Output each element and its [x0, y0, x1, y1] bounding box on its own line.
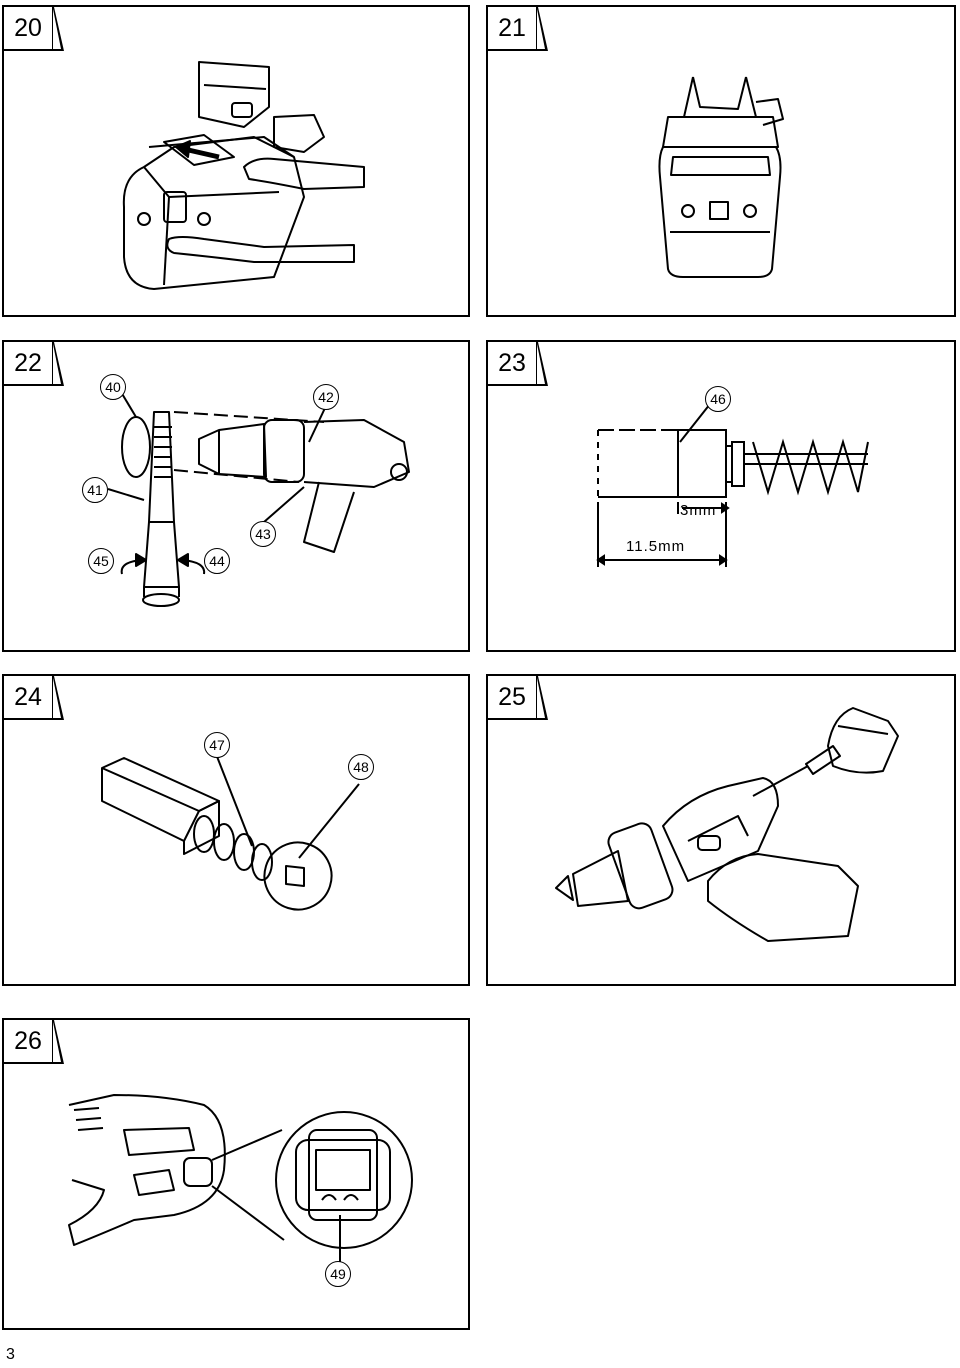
callout-43: 43 — [250, 521, 276, 547]
carbon-brush-illustration — [101, 753, 360, 911]
figure-20-panel: 20 — [2, 5, 470, 317]
side-handle-and-drill-illustration — [107, 391, 410, 607]
callout-40: 40 — [100, 374, 126, 400]
figure-24-panel: 24 47 48 — [2, 674, 470, 986]
callout-47: 47 — [204, 732, 230, 758]
figure-number: 21 — [486, 5, 548, 51]
callout-48: 48 — [348, 754, 374, 780]
figure-21-panel: 21 — [486, 5, 956, 317]
figure-25-panel: 25 — [486, 674, 956, 986]
brush-cap-removal-illustration — [555, 707, 899, 942]
page-number: 3 — [6, 1346, 15, 1363]
callout-42: 42 — [313, 384, 339, 410]
callout-41: 41 — [82, 477, 108, 503]
brush-cap-location-illustration — [68, 1094, 413, 1262]
callout-49: 49 — [325, 1261, 351, 1287]
figure-22-panel: 22 — [2, 340, 470, 652]
figure-23-panel: 23 46 — [486, 340, 956, 652]
battery-removal-illustration — [122, 61, 365, 290]
figure-number: 23 — [486, 340, 548, 386]
callout-45: 45 — [88, 548, 114, 574]
figure-number: 22 — [2, 340, 64, 386]
battery-pack-illustration — [658, 76, 784, 278]
callout-44: 44 — [204, 548, 230, 574]
callout-46: 46 — [705, 386, 731, 412]
figure-26-panel: 26 49 — [2, 1018, 470, 1330]
figure-number: 24 — [2, 674, 64, 720]
dimension-11-5mm: 11.5mm — [626, 538, 686, 555]
carbon-brush-wear-diagram — [596, 403, 869, 567]
figure-number: 25 — [486, 674, 548, 720]
dimension-3mm: 3mm — [680, 502, 717, 519]
figure-number: 20 — [2, 5, 64, 51]
figure-number: 26 — [2, 1018, 64, 1064]
